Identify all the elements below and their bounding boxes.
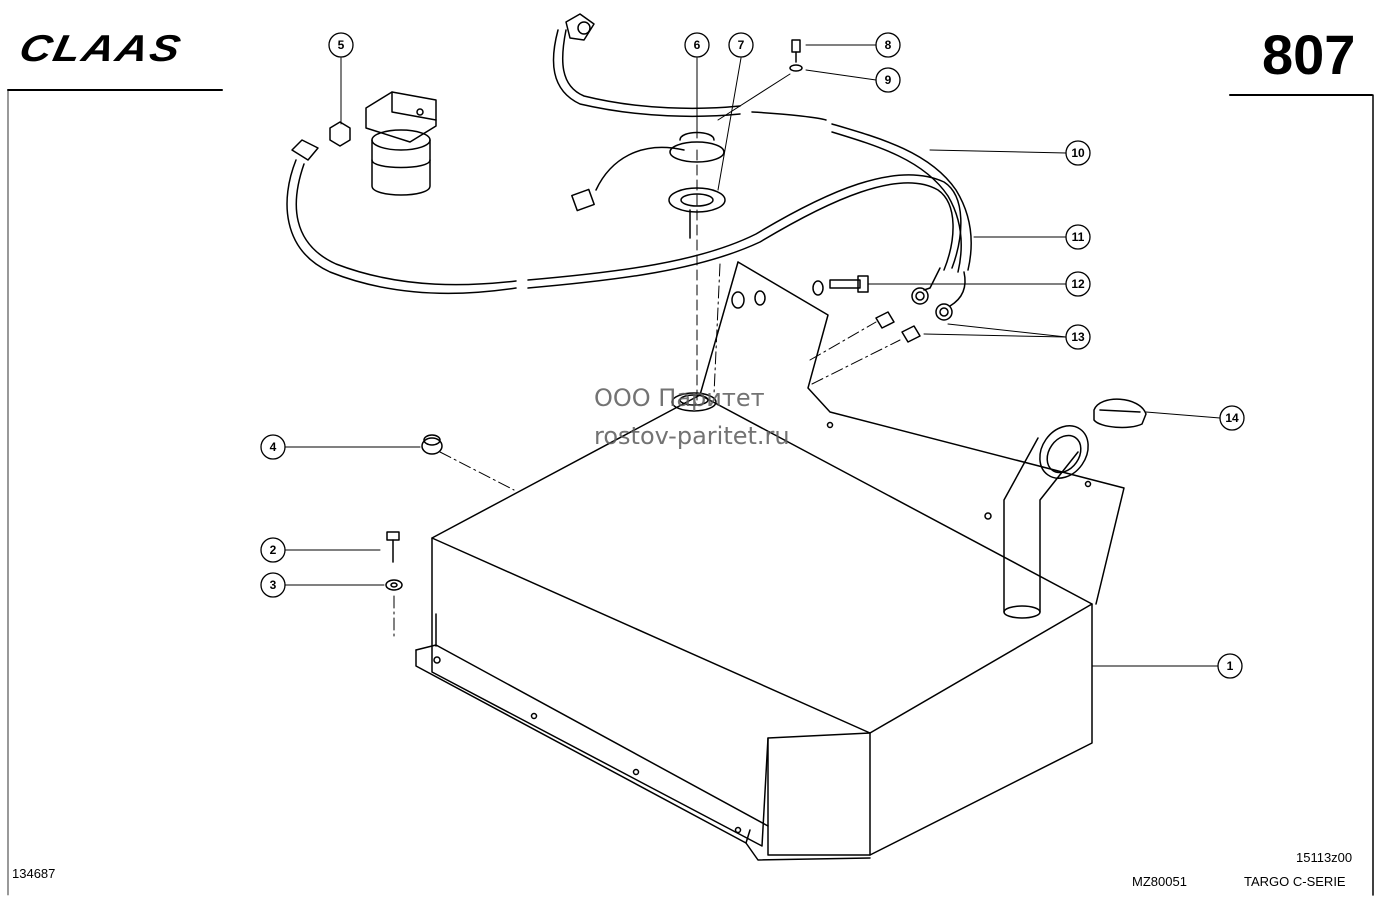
callout-2: 2 <box>260 537 286 563</box>
svg-text:13: 13 <box>1071 330 1085 344</box>
svg-text:11: 11 <box>1072 230 1085 244</box>
fuel-filter <box>329 91 437 196</box>
svg-text:5: 5 <box>338 38 345 52</box>
reference-code: 15113z00 <box>1296 850 1353 865</box>
series-name: TARGO C-SERIE <box>1244 874 1346 889</box>
callout-3: 3 <box>260 572 286 598</box>
svg-text:2: 2 <box>270 543 277 557</box>
fuel-level-sender <box>571 131 726 401</box>
callout-1: 1 <box>1217 653 1243 679</box>
svg-text:1: 1 <box>1227 659 1234 673</box>
callout-4: 4 <box>260 434 286 460</box>
leader-lines <box>284 44 1231 667</box>
watermark-url: rostov-paritet.ru <box>594 422 790 450</box>
svg-text:7: 7 <box>738 38 745 52</box>
fuel-hose-left <box>286 139 962 295</box>
svg-text:12: 12 <box>1071 277 1085 291</box>
fuel-tank <box>415 261 1125 861</box>
fasteners <box>385 39 1147 591</box>
callout-13: 13 <box>1065 324 1091 350</box>
callout-5: 5 <box>328 32 354 58</box>
callout-9: 9 <box>875 67 901 93</box>
svg-text:6: 6 <box>694 38 701 52</box>
callout-11: 11 <box>1065 224 1091 250</box>
watermark-company: ООО Паритет <box>594 384 765 412</box>
svg-text:4: 4 <box>270 440 277 454</box>
callout-14: 14 <box>1219 405 1245 431</box>
callout-8: 8 <box>875 32 901 58</box>
svg-text:9: 9 <box>885 73 892 87</box>
drawing-id: 134687 <box>12 866 56 881</box>
model-code: MZ80051 <box>1132 874 1187 889</box>
svg-text:3: 3 <box>270 578 277 592</box>
hose-fittings <box>911 267 966 321</box>
fuel-hose-upper <box>552 13 972 273</box>
claas-logo: CLAAS <box>15 27 187 70</box>
callout-7: 7 <box>728 32 754 58</box>
callout-12: 12 <box>1065 271 1091 297</box>
svg-text:8: 8 <box>885 38 892 52</box>
callout-6: 6 <box>684 32 710 58</box>
assembly-lines <box>393 263 901 637</box>
page-number: 807 <box>1262 23 1356 86</box>
svg-text:10: 10 <box>1071 146 1085 160</box>
callout-10: 10 <box>1065 140 1091 166</box>
svg-text:14: 14 <box>1225 411 1239 425</box>
